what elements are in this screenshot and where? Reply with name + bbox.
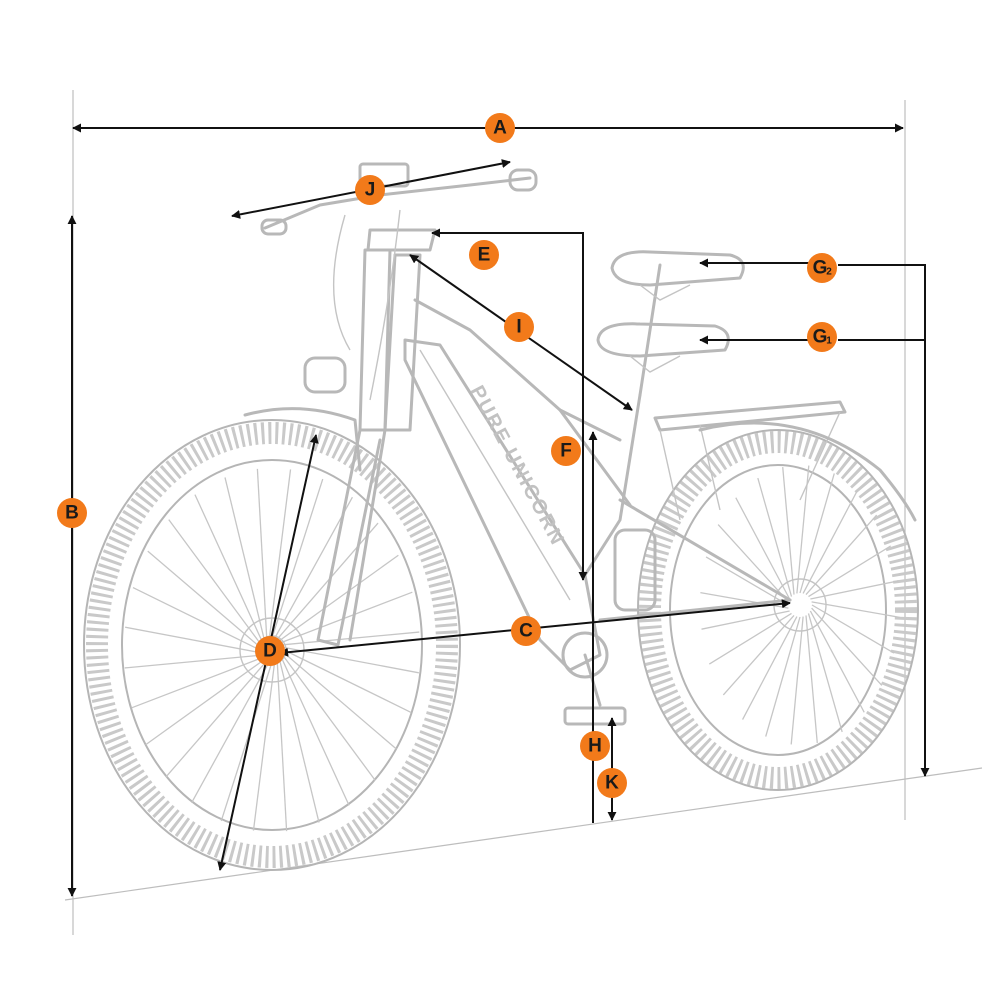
wheel-spoke: [782, 467, 795, 595]
label-j: J: [355, 175, 385, 205]
label-c: C: [511, 616, 541, 646]
rear-wheel: [637, 429, 919, 791]
svg-text:J: J: [365, 180, 376, 201]
wheel-spoke: [741, 616, 798, 720]
svg-text:B: B: [65, 503, 79, 524]
front-fork: [316, 248, 422, 647]
bicycle-illustration: PURE UNICORN: [83, 162, 919, 871]
svg-text:H: H: [588, 736, 602, 757]
wheel-spoke: [805, 514, 878, 596]
svg-text:F: F: [560, 441, 572, 462]
front-fender: [243, 407, 362, 472]
wheel-spoke: [717, 524, 789, 603]
wheel-spoke: [790, 616, 804, 745]
label-g2: G2: [807, 253, 837, 283]
wheel-spoke: [802, 490, 859, 594]
wheel-spoke: [809, 610, 865, 713]
label-e: E: [469, 240, 499, 270]
svg-text:I: I: [516, 317, 521, 338]
headlight: [303, 356, 347, 394]
svg-text:2: 2: [826, 267, 832, 278]
label-k: K: [597, 768, 627, 798]
svg-text:A: A: [493, 118, 507, 139]
wheel-spoke: [701, 610, 790, 630]
svg-text:C: C: [519, 621, 533, 642]
svg-text:G: G: [813, 327, 828, 348]
wheel-spoke: [735, 497, 791, 600]
rear-rack: [653, 400, 917, 522]
cockpit: [260, 162, 538, 401]
dimension-g-vertical: [838, 264, 930, 777]
wheel-spoke: [811, 607, 883, 686]
wheel-spoke: [811, 604, 895, 654]
wheel-spoke: [705, 556, 789, 606]
main-frame: PURE UNICORN: [403, 298, 792, 672]
label-g1: G1: [807, 322, 837, 352]
svg-text:1: 1: [826, 336, 832, 347]
wheel-spoke: [808, 545, 892, 598]
wheel-spoke: [256, 468, 268, 640]
brand-text: PURE UNICORN: [466, 382, 569, 550]
label-b: B: [57, 498, 87, 528]
wheel-spoke: [796, 465, 810, 594]
wheel-spoke: [805, 615, 818, 743]
wheel-spoke: [757, 477, 793, 597]
wheel-spoke: [276, 660, 288, 832]
label-d: D: [255, 636, 285, 666]
label-f: F: [551, 436, 581, 466]
dimension-labels: A J E G2 I G1 F B C D H: [57, 113, 837, 798]
saddle-high: [610, 250, 745, 287]
wheel-spoke: [799, 473, 835, 594]
wheel-spoke: [722, 614, 795, 696]
dimension-lines: [67, 123, 930, 897]
wheel-spoke: [191, 661, 270, 804]
svg-text:D: D: [263, 641, 277, 662]
wheel-spoke: [765, 616, 801, 737]
svg-text:K: K: [605, 773, 619, 794]
label-i: I: [504, 312, 534, 342]
svg-text:E: E: [478, 245, 491, 266]
seat-assembly: [596, 250, 745, 397]
label-h: H: [580, 731, 610, 761]
label-a: A: [485, 113, 515, 143]
svg-text:G: G: [813, 258, 828, 279]
wheel-spoke: [807, 613, 843, 733]
dimension-e-line: [431, 228, 588, 581]
